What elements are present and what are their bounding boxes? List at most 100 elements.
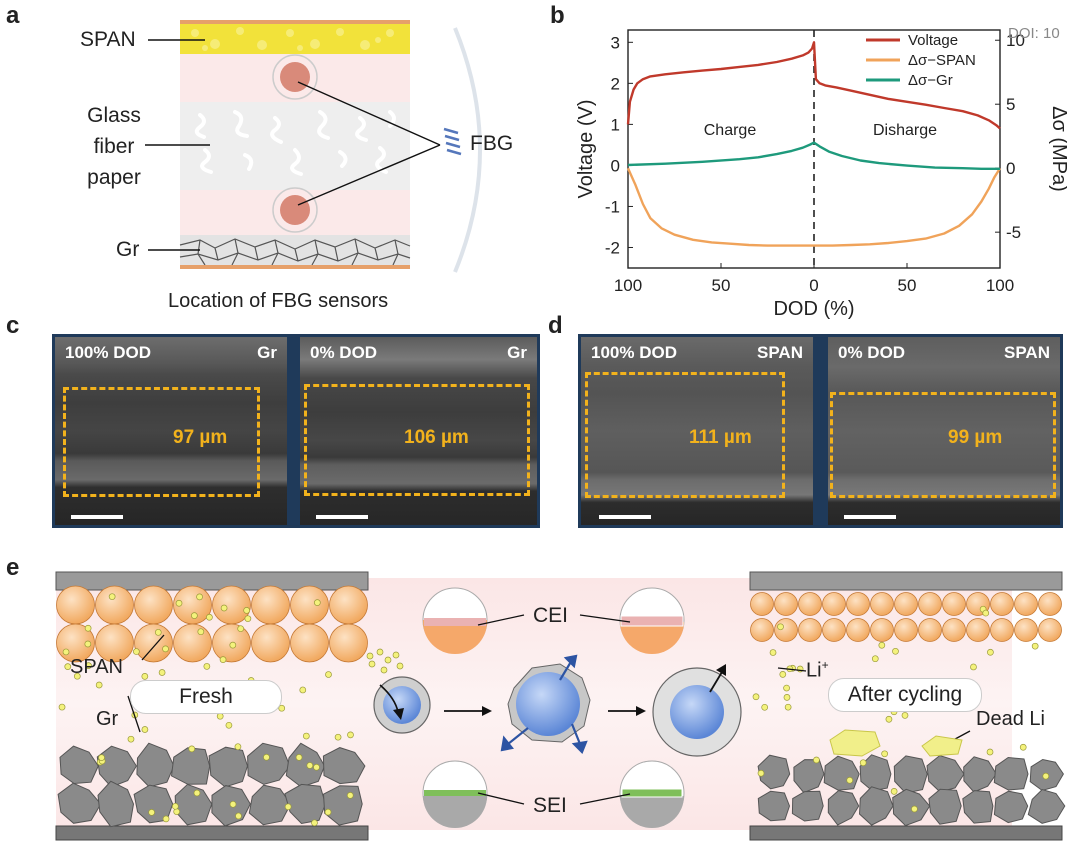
li-ion xyxy=(779,671,787,678)
span-particle xyxy=(173,623,212,663)
li-ion xyxy=(366,652,374,660)
li-ion xyxy=(133,648,140,655)
li-ion xyxy=(881,750,888,758)
li-ion xyxy=(141,726,149,733)
li-ion xyxy=(313,599,321,606)
li-ion xyxy=(234,743,242,751)
li-ion xyxy=(229,800,237,808)
li-ion xyxy=(380,666,388,674)
graphite-particle xyxy=(59,745,99,785)
span-particle xyxy=(774,592,798,616)
tick-label-left-2: 2 xyxy=(611,74,620,93)
span-particle xyxy=(942,618,966,642)
graphite-particle xyxy=(926,754,965,793)
span-particle xyxy=(966,618,990,642)
graphite-particle xyxy=(136,742,175,788)
li-ion xyxy=(203,663,211,670)
span-particle xyxy=(918,618,942,642)
graphite-particle xyxy=(97,780,135,828)
li-ion xyxy=(878,641,886,649)
li-ion xyxy=(175,599,183,607)
sem-image-c1: 100% DOD Gr 97 µm xyxy=(55,337,287,525)
graphite-particle xyxy=(859,754,892,792)
thickness-box-d1 xyxy=(585,372,785,498)
thickness-c1: 97 µm xyxy=(173,427,228,448)
li-ion xyxy=(73,672,81,680)
span-particle xyxy=(290,623,329,663)
panel-c-letter: c xyxy=(6,312,20,339)
li-ion xyxy=(64,663,72,670)
li-ion xyxy=(95,681,103,689)
tick-label-left--2: -2 xyxy=(605,238,620,257)
li-ion xyxy=(162,815,170,823)
li-ion xyxy=(295,754,303,761)
li-ion xyxy=(196,593,203,601)
label-gr-e: Gr xyxy=(96,708,119,730)
graphite-particle xyxy=(993,756,1029,791)
graphite-particle xyxy=(208,746,249,788)
tick-label-x-charge-100: 100 xyxy=(614,276,642,295)
doi-text: DOI: 10 xyxy=(1008,25,1060,42)
li-ion xyxy=(284,803,292,811)
y-axis-label-right: Δσ (MPa) xyxy=(1048,106,1067,192)
li-ion xyxy=(368,660,376,668)
span-particle xyxy=(1038,618,1062,642)
li-ion xyxy=(757,769,765,777)
li-ion xyxy=(783,694,791,701)
graphite-particle xyxy=(963,756,997,793)
li-ion xyxy=(783,684,790,692)
li-ion xyxy=(216,712,224,720)
tick-label-left-1: 1 xyxy=(611,115,620,134)
li-ion xyxy=(263,753,270,761)
li-ion xyxy=(1042,772,1050,780)
tick-label-left-0: 0 xyxy=(611,156,620,175)
graphite-particle xyxy=(892,788,931,827)
li-ion xyxy=(384,656,392,664)
label-sei: SEI xyxy=(533,794,567,817)
panel-d-letter: d xyxy=(548,312,563,339)
li-ion xyxy=(376,648,384,656)
li-ion xyxy=(299,686,307,694)
span-particle xyxy=(942,592,966,616)
x-axis-label: DOD (%) xyxy=(773,298,854,320)
graphite-particle xyxy=(962,790,994,824)
panel-e-letter: e xyxy=(6,554,20,581)
thickness-box-c1 xyxy=(63,387,260,497)
li-ion xyxy=(890,788,898,795)
li-ion xyxy=(197,628,205,636)
li-ion xyxy=(127,735,135,743)
li-ion xyxy=(229,641,237,649)
li-ion xyxy=(98,754,105,761)
li-ion xyxy=(237,625,245,633)
span-particle xyxy=(56,585,95,625)
li-ion xyxy=(901,712,909,719)
label-paper: paper xyxy=(87,166,141,189)
label-mat-c1: Gr xyxy=(257,343,277,362)
li-ion xyxy=(871,655,879,663)
label-mat-d1: SPAN xyxy=(757,343,803,362)
sem-image-d1: 100% DOD SPAN 111 µm xyxy=(581,337,813,525)
thickness-d1: 111 µm xyxy=(689,427,752,448)
li-ion xyxy=(85,662,92,669)
label-li-ion: Li+ xyxy=(806,658,829,683)
panel-a-letter: a xyxy=(6,2,20,29)
label-dod-c1: 100% DOD xyxy=(65,343,151,362)
span-particle xyxy=(1038,592,1062,616)
li-ion xyxy=(62,648,70,656)
li-ion xyxy=(220,604,228,612)
li-ion xyxy=(892,647,899,655)
label-fiber: fiber xyxy=(93,135,135,158)
thickness-d2: 99 µm xyxy=(948,427,1003,448)
label-fbg: FBG xyxy=(470,132,514,155)
li-ion xyxy=(324,808,332,816)
label-dead-li: Dead Li xyxy=(976,708,1045,730)
tick-label-x-discharge-100: 100 xyxy=(986,276,1014,295)
thickness-c2: 106 µm xyxy=(404,427,469,448)
scale-bar-c2 xyxy=(316,515,368,519)
label-cei: CEI xyxy=(533,604,569,627)
graphite-particle xyxy=(248,784,292,826)
li-ion xyxy=(396,662,404,670)
label-li: Li xyxy=(806,659,822,682)
li-ion xyxy=(302,732,310,740)
